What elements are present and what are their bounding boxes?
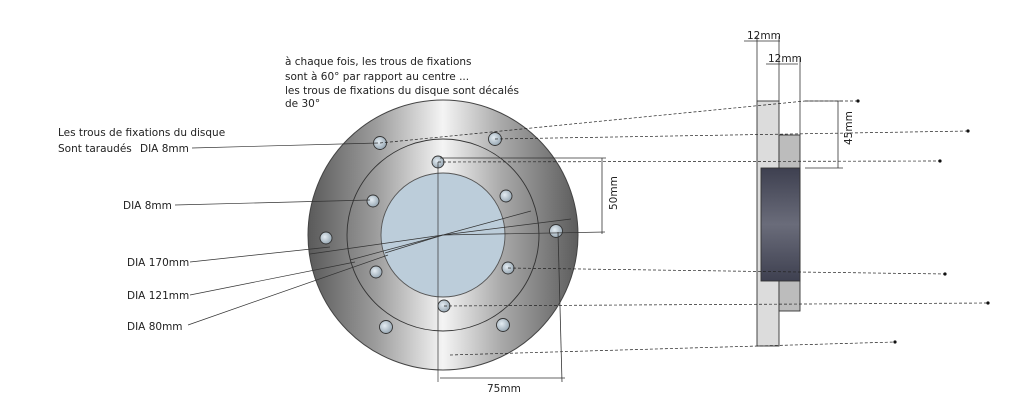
label-leaders — [174, 142, 389, 326]
dimension-labels: DIA 8mm DIA 8mm DIA 170mm DIA 121mm DIA … — [123, 30, 855, 395]
arrow-dot — [943, 272, 947, 276]
side-dark-band — [760, 167, 801, 282]
inner-hole — [499, 189, 513, 203]
arrow-dot — [966, 129, 970, 133]
arrow-dot — [856, 99, 860, 103]
disc-side-view — [756, 100, 801, 347]
arrow-dot — [893, 340, 897, 344]
middle-ring — [346, 138, 540, 332]
label-75mm: 75mm — [487, 383, 521, 395]
projection-lines — [379, 99, 990, 356]
label-dia8-top: DIA 8mm — [140, 143, 189, 155]
inner-hole — [369, 265, 383, 279]
arrow-dot — [986, 301, 990, 305]
outer-hole — [549, 224, 563, 238]
tapped-note-1: Les trous de fixations du disque — [58, 127, 225, 139]
note-line-3: les trous de fixations du disque sont dé… — [285, 85, 519, 97]
tapped-note-2: Sont taraudés — [58, 143, 132, 155]
dimension-lines — [440, 36, 843, 383]
outer-hole — [496, 318, 510, 332]
label-45mm: 45mm — [843, 111, 855, 145]
outer-hole — [319, 231, 333, 245]
label-dia80: DIA 80mm — [127, 321, 183, 333]
label-dia8-mid: DIA 8mm — [123, 200, 172, 212]
label-50mm: 50mm — [608, 176, 620, 210]
annotation-notes: à chaque fois, les trous de fixations so… — [58, 56, 519, 155]
label-dia121: DIA 121mm — [127, 290, 189, 302]
inner-hole — [366, 194, 380, 208]
disc-front-view — [307, 99, 606, 382]
note-line-1: à chaque fois, les trous de fixations — [285, 56, 472, 68]
label-12mm-second: 12mm — [768, 53, 802, 65]
inner-holes — [366, 155, 515, 313]
outer-hole — [379, 320, 393, 334]
label-dia170: DIA 170mm — [127, 257, 189, 269]
arrow-dot — [938, 159, 942, 163]
note-line-4: de 30° — [285, 98, 320, 110]
note-line-2: sont à 60° par rapport au centre ... — [285, 71, 469, 83]
label-12mm-top: 12mm — [747, 30, 781, 42]
radius-lines — [309, 162, 606, 382]
